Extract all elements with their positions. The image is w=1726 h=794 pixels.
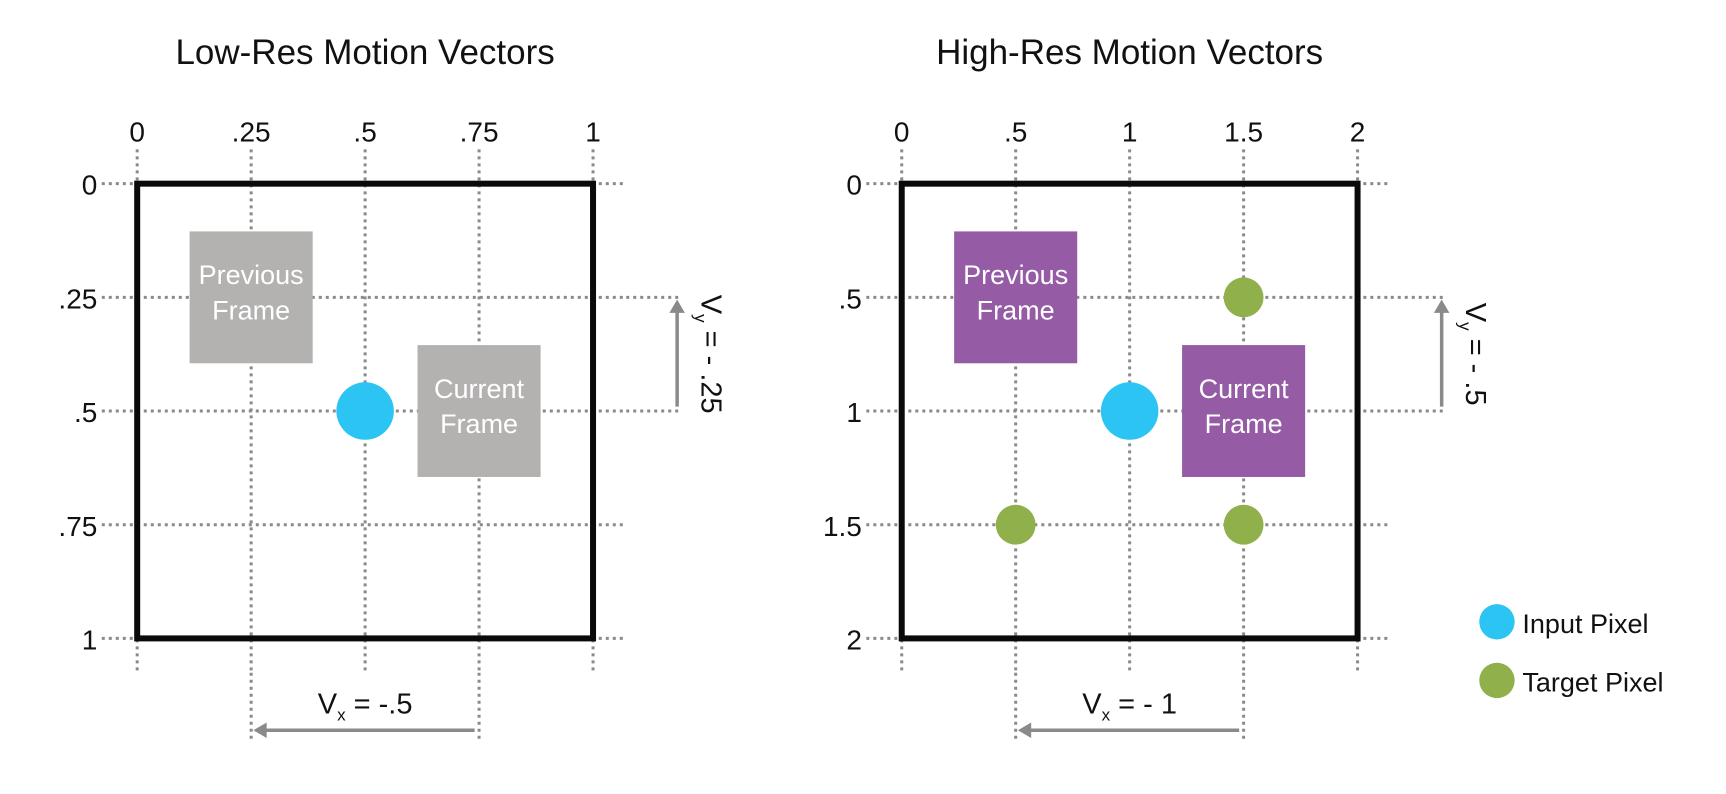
image-border <box>898 180 1361 642</box>
vector-x-symbol: V <box>318 689 338 721</box>
vector-y-symbol: V <box>694 295 726 315</box>
frame-rect <box>417 345 541 477</box>
x-tick-label: .5 <box>353 117 376 148</box>
input-pixel <box>336 382 394 440</box>
frame-label: Previous <box>199 260 304 290</box>
vector-y-subscript: y <box>1455 322 1474 331</box>
input-pixel-swatch <box>1479 604 1515 640</box>
input-pixel <box>1100 382 1159 440</box>
arrow-head <box>669 299 685 313</box>
y-tick-label: 0 <box>82 170 98 201</box>
x-tick-label: 0 <box>894 117 910 148</box>
y-tick-label: 0 <box>846 170 862 201</box>
x-tick-label: 1 <box>585 117 601 148</box>
target-pixel <box>995 504 1036 545</box>
legend-item-target: Target Pixel <box>1479 662 1663 699</box>
image-border <box>134 180 597 642</box>
target-pixel <box>1223 277 1264 318</box>
vector-x-symbol: V <box>1082 689 1102 721</box>
vector-x-label: Vx = -.5 <box>318 689 413 725</box>
y-tick-label: 2 <box>846 624 862 655</box>
y-tick-label: .75 <box>58 511 97 542</box>
frame-label: Frame <box>977 295 1055 325</box>
x-tick-label: 0 <box>129 117 145 148</box>
legend-item-input: Input Pixel <box>1479 604 1648 640</box>
x-tick-label: 2 <box>1350 117 1366 148</box>
x-tick-label: 1.5 <box>1224 117 1263 148</box>
y-tick-label: 1 <box>82 624 98 655</box>
y-tick-label: 1.5 <box>823 511 862 542</box>
x-tick-label: 1 <box>1122 117 1138 148</box>
target-pixel-swatch <box>1479 662 1515 699</box>
y-tick-label: .5 <box>839 283 862 314</box>
vector-x-subscript: x <box>1102 705 1111 724</box>
x-tick-label: .5 <box>1004 117 1027 148</box>
frame-label: Frame <box>440 409 518 439</box>
frame-label: Previous <box>963 260 1068 290</box>
low-res-chart: Low-Res Motion Vectors 0 .25 .5 .75 1 0 .25 .5 .7… <box>58 33 727 740</box>
vector-y-subscript: y <box>691 314 710 323</box>
vector-x-label: Vx = - 1 <box>1082 689 1177 725</box>
x-tick-label: .25 <box>232 117 271 148</box>
vector-y-symbol: V <box>1459 303 1491 323</box>
arrow-head <box>1433 299 1450 313</box>
chart-title: Low-Res Motion Vectors <box>175 33 554 72</box>
legend-label: Input Pixel <box>1522 609 1648 639</box>
arrow-head <box>1017 722 1032 738</box>
vector-y-label: Vy = - .5 <box>1455 303 1491 406</box>
vector-x-value: = - 1 <box>1110 689 1177 721</box>
vector-y-label: Vy = - .25 <box>691 295 727 414</box>
target-pixel <box>1223 504 1264 545</box>
vector-x-subscript: x <box>337 705 346 724</box>
frame-label: Current <box>1199 374 1290 404</box>
chart-title: High-Res Motion Vectors <box>936 33 1323 72</box>
frame-label: Frame <box>212 295 290 325</box>
y-tick-label: .5 <box>74 397 97 428</box>
frame-label: Current <box>434 374 525 404</box>
frame-label: Frame <box>1205 409 1283 439</box>
x-tick-label: .75 <box>460 117 499 148</box>
vector-x-value: = -.5 <box>346 689 413 721</box>
y-tick-label: 1 <box>846 397 862 428</box>
vector-y-value: = - .5 <box>1459 331 1491 406</box>
y-tick-label: .25 <box>58 283 97 314</box>
frame-rect <box>189 231 313 364</box>
arrow-head <box>253 722 267 738</box>
vector-y-value: = - .25 <box>694 323 726 414</box>
legend-label: Target Pixel <box>1522 668 1663 698</box>
frame-rect <box>954 231 1078 364</box>
frame-rect <box>1182 345 1306 477</box>
